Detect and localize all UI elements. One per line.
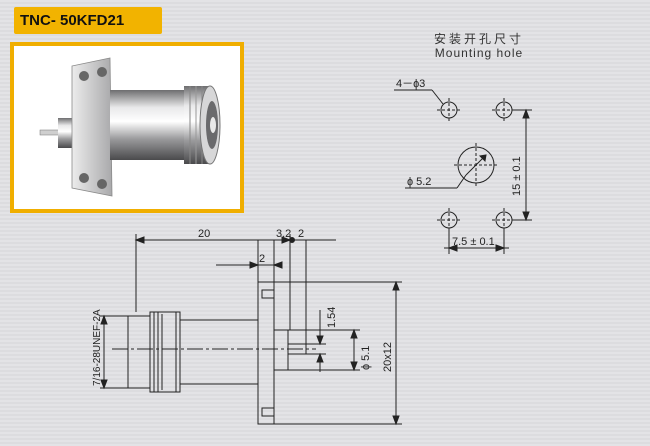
connector-illustration	[14, 46, 240, 209]
dim-flange-size: 20x12	[382, 342, 394, 372]
hole-callout: 4－ɸ3	[396, 78, 425, 90]
dim-pin: 1.54	[326, 307, 338, 328]
thread-spec: 7/16-28UNEF-2A	[92, 309, 103, 386]
mounting-hole-title-en: Mounting hole	[434, 46, 524, 60]
center-hole	[454, 143, 498, 187]
connector-body	[179, 319, 259, 385]
rear-pin	[273, 329, 307, 371]
threaded-head	[127, 311, 181, 393]
product-model-tag: TNC- 50KFD21	[14, 7, 162, 34]
vertical-spacing-dim: 15 ± 0.1	[511, 156, 523, 196]
product-photo	[10, 42, 244, 213]
mounting-hole-title: 安装开孔尺寸 Mounting hole	[404, 30, 554, 60]
dim-flange-gap: 2	[298, 228, 304, 240]
flange	[257, 281, 275, 425]
dim-shoulder: 2	[259, 253, 265, 265]
horizontal-spacing-dim: 7.5 ± 0.1	[452, 236, 495, 248]
mount-hole-top-left	[437, 98, 461, 122]
dim-length: 20	[198, 228, 210, 240]
dim-flange: 3.2	[276, 228, 291, 240]
center-hole-callout: ɸ 5.2	[407, 176, 431, 188]
mounting-hole-title-zh: 安装开孔尺寸	[433, 32, 524, 46]
dim-pin-dia: ɸ 5.1	[360, 346, 372, 370]
